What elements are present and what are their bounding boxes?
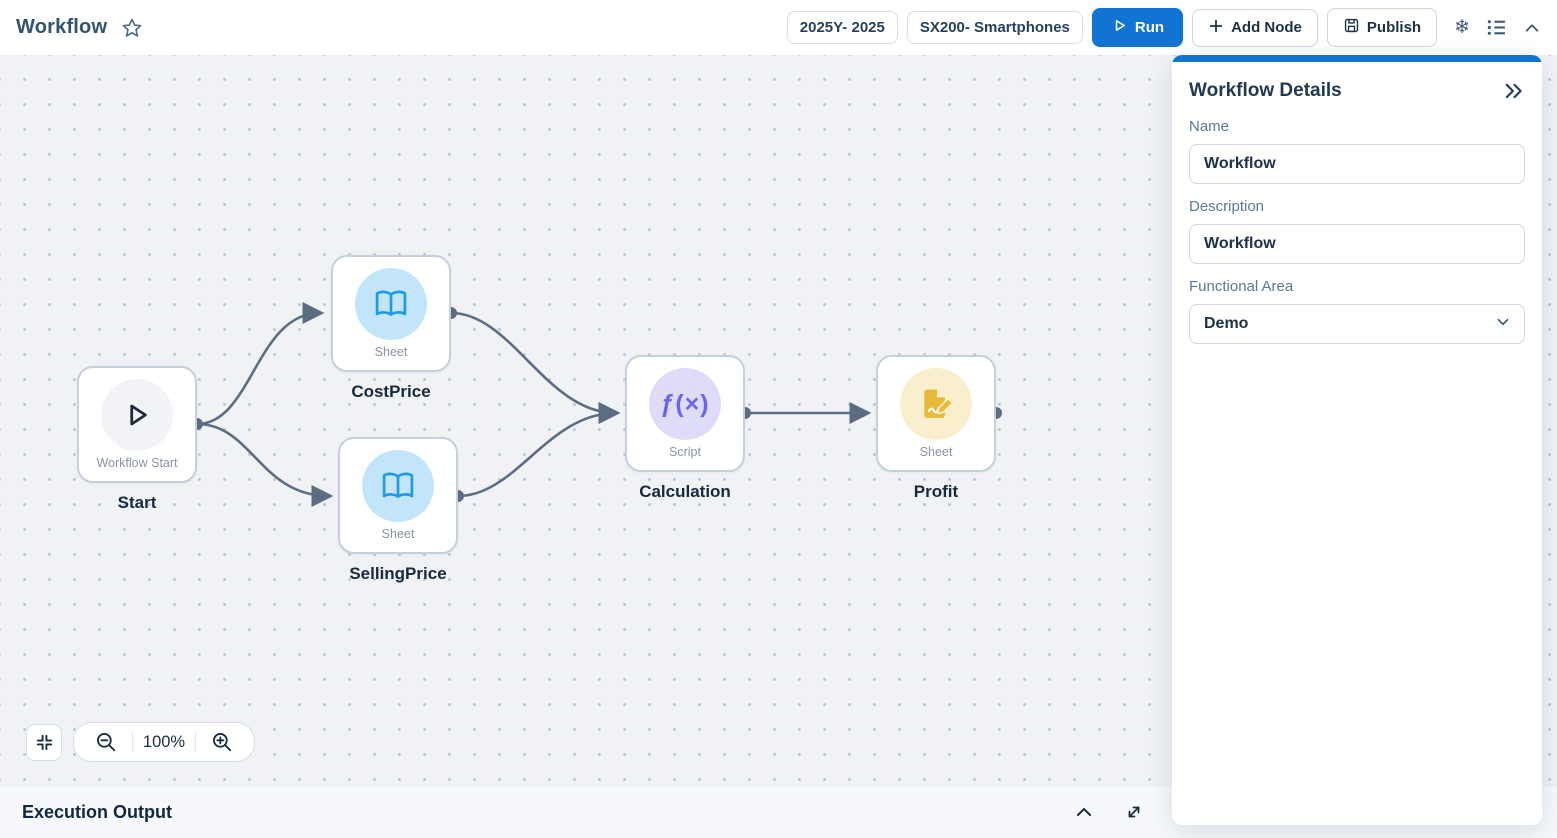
canvas-controls: 100% [26, 722, 255, 762]
star-icon[interactable] [121, 17, 143, 39]
node-profit-box[interactable]: Sheet [876, 355, 996, 472]
top-header: Workflow 2025Y- 2025 SX200- Smartphones … [0, 0, 1557, 55]
functional-area-select[interactable]: Demo [1189, 304, 1525, 344]
node-calculation-box[interactable]: ƒ(×) Script [625, 355, 745, 472]
zoom-controls: 100% [73, 722, 255, 762]
publish-button[interactable]: Publish [1326, 8, 1438, 47]
name-label: Name [1189, 118, 1230, 135]
zoom-in-button[interactable] [196, 723, 248, 761]
workflow-details-panel: Workflow Details Name Description Functi… [1172, 55, 1542, 825]
execution-output-title: Execution Output [22, 801, 172, 822]
book-icon [355, 268, 427, 340]
play-icon [1111, 17, 1128, 38]
chevron-up-icon[interactable] [1074, 802, 1094, 822]
name-input[interactable] [1189, 144, 1525, 184]
play-icon [101, 379, 173, 451]
edit-sheet-icon [900, 368, 972, 440]
node-costprice-box[interactable]: Sheet [331, 255, 451, 372]
node-sellingprice[interactable]: Sheet SellingPrice [338, 437, 458, 584]
functional-area-label: Functional Area [1189, 278, 1294, 295]
node-type-label: Sheet [381, 527, 415, 541]
divider [132, 731, 133, 753]
edge-sellingprice-calculation[interactable] [457, 401, 621, 498]
run-button[interactable]: Run [1091, 8, 1184, 47]
add-node-button-label: Add Node [1231, 19, 1302, 36]
chevron-down-icon [1494, 313, 1512, 336]
list-icon[interactable] [1486, 17, 1507, 38]
description-input[interactable] [1189, 224, 1525, 264]
expand-icon[interactable] [1124, 802, 1144, 822]
zoom-level: 100% [142, 732, 186, 751]
edge-start-sellingprice[interactable] [196, 422, 334, 508]
publish-button-label: Publish [1366, 19, 1422, 36]
node-caption: Start [117, 493, 157, 512]
description-label: Description [1189, 198, 1265, 215]
node-type-label: Sheet [374, 345, 408, 359]
node-start-box[interactable]: Workflow Start [77, 366, 197, 483]
node-caption: Calculation [639, 482, 731, 501]
page-title: Workflow [16, 16, 108, 38]
book-icon [362, 450, 434, 522]
node-type-label: Workflow Start [96, 456, 178, 470]
zoom-out-button[interactable] [80, 723, 132, 761]
add-node-button[interactable]: Add Node [1192, 8, 1318, 47]
function-icon: ƒ(×) [649, 368, 721, 440]
function-icon-text: ƒ(×) [660, 389, 710, 418]
node-costprice[interactable]: Sheet CostPrice [331, 255, 451, 402]
save-icon [1343, 17, 1360, 38]
functional-area-value: Demo [1204, 315, 1249, 332]
panel-title: Workflow Details [1189, 80, 1342, 101]
edge-start-costprice[interactable] [196, 301, 325, 426]
badge-product[interactable]: SX200- Smartphones [906, 11, 1083, 44]
snowflake-icon[interactable]: ❄ [1454, 17, 1470, 38]
panel-accent-bar [1172, 55, 1542, 62]
edge-costprice-calculation[interactable] [450, 311, 621, 425]
collapse-panel-icon[interactable] [1503, 80, 1525, 102]
node-caption: SellingPrice [349, 564, 447, 583]
node-type-label: Sheet [919, 445, 953, 459]
node-profit[interactable]: Sheet Profit [876, 355, 996, 502]
node-start[interactable]: Workflow Start Start [77, 366, 197, 513]
badge-year[interactable]: 2025Y- 2025 [786, 11, 898, 44]
plus-icon [1208, 18, 1224, 38]
node-sellingprice-box[interactable]: Sheet [338, 437, 458, 554]
chevron-up-icon[interactable] [1523, 19, 1541, 37]
node-caption: CostPrice [351, 382, 431, 401]
node-type-label: Script [669, 445, 701, 459]
fit-view-button[interactable] [26, 723, 62, 761]
node-caption: Profit [913, 482, 959, 501]
divider [195, 731, 196, 753]
run-button-label: Run [1134, 19, 1165, 36]
node-calculation[interactable]: ƒ(×) Script Calculation [625, 355, 745, 502]
